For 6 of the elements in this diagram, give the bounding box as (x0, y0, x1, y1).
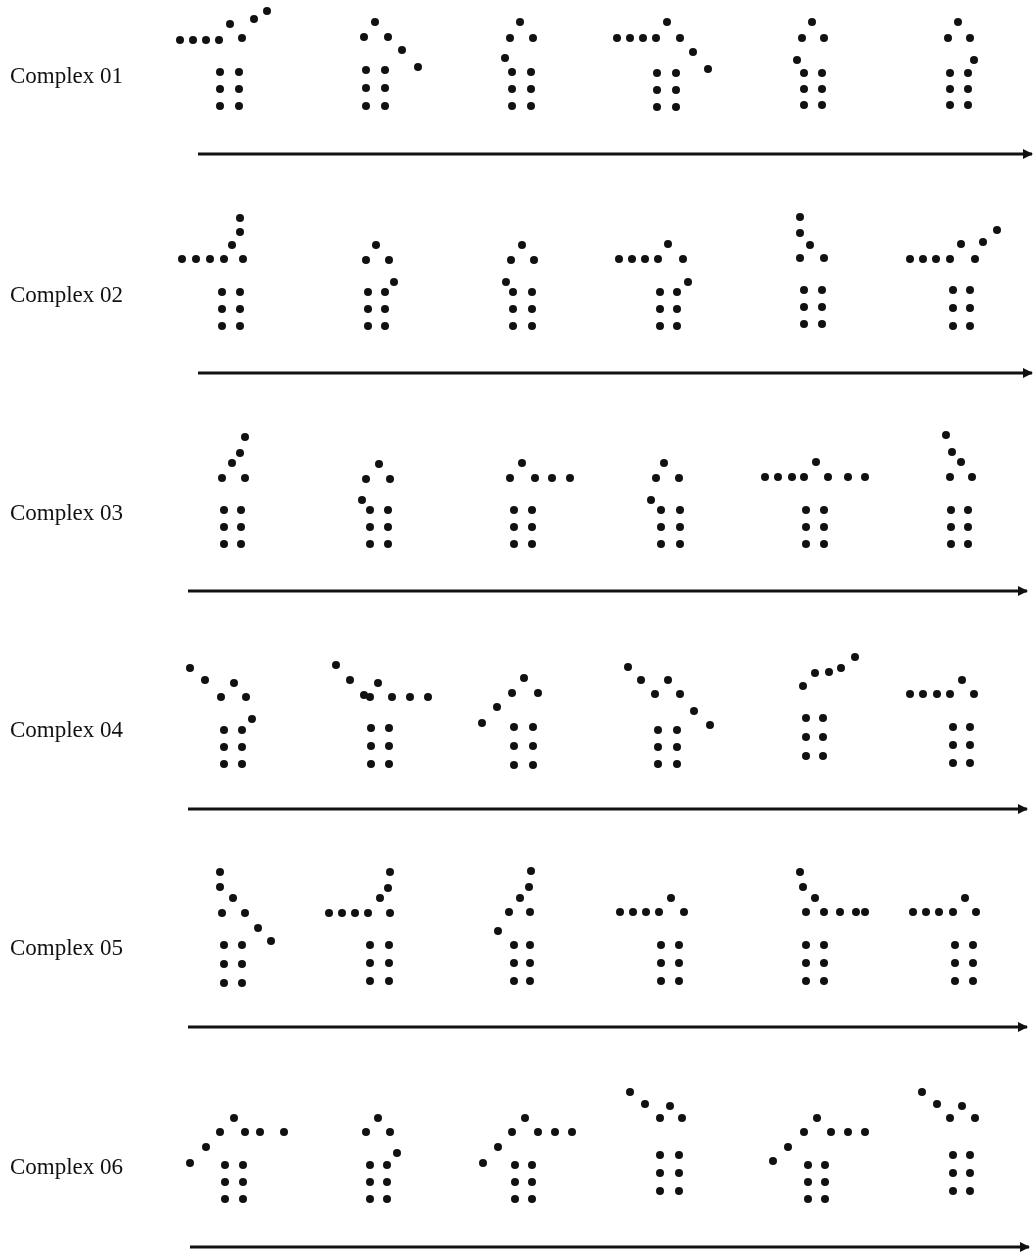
row-label: Complex 04 (10, 718, 124, 741)
row-label: Complex 02 (10, 283, 124, 306)
row-label: Complex 03 (10, 501, 124, 524)
row-label: Complex 01 (10, 64, 124, 87)
row-label: Complex 06 (10, 1155, 124, 1178)
row-label: Complex 05 (10, 936, 124, 959)
